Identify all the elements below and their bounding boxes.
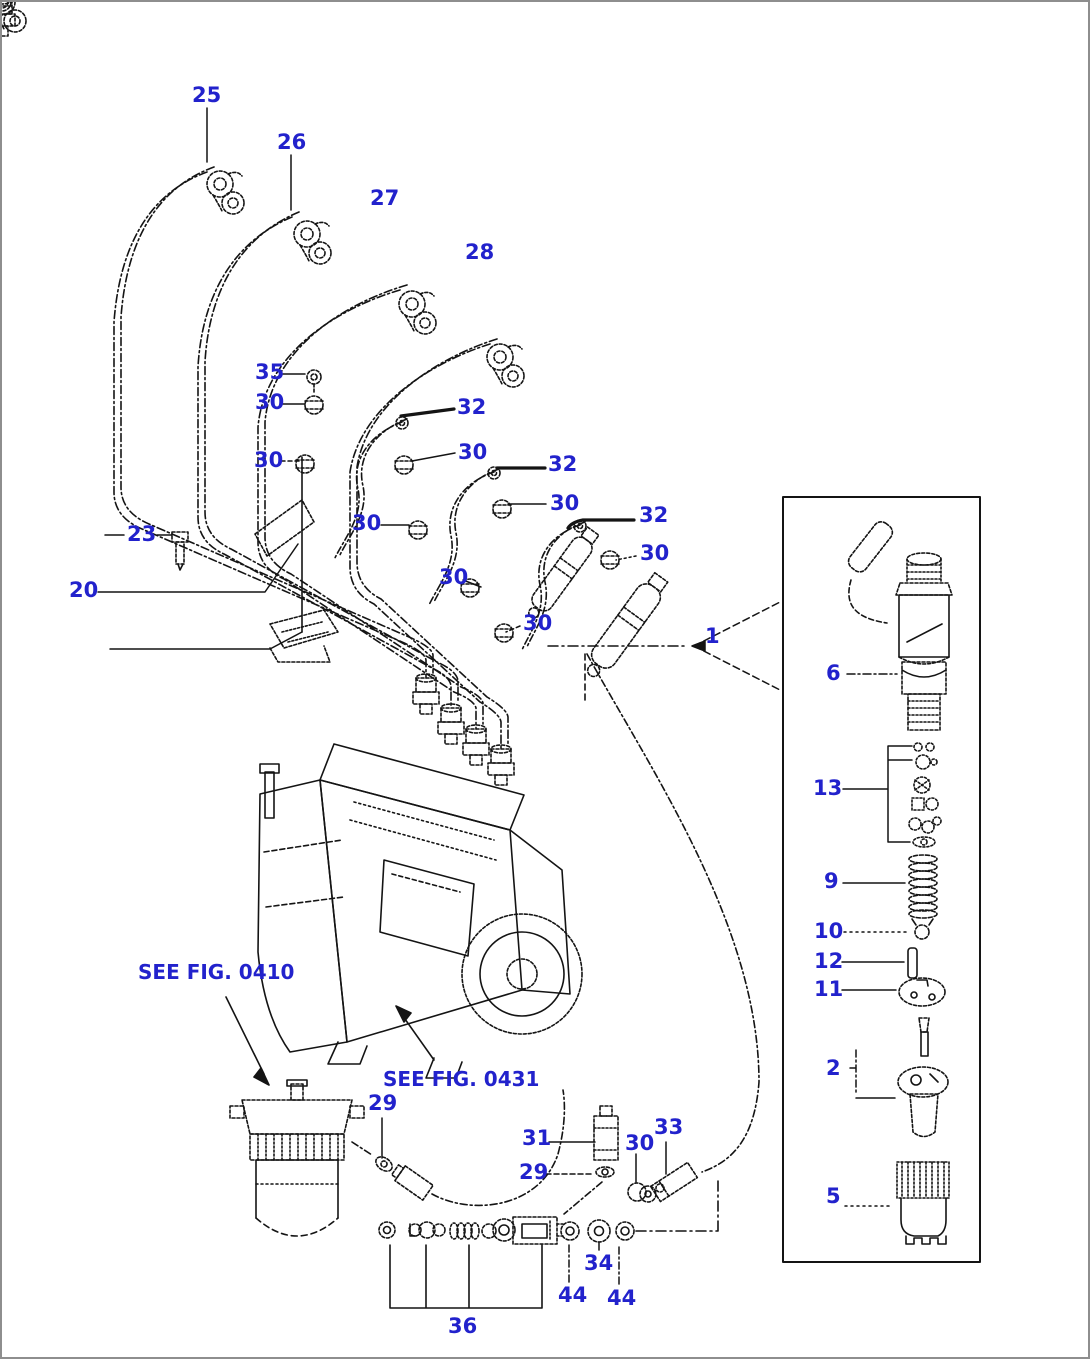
- callout-30-6: 30: [640, 541, 670, 565]
- fuel-injection-pump: [257, 743, 583, 1079]
- callout-26: 26: [277, 130, 307, 154]
- pipe-clamps: [171, 456, 339, 663]
- callout-32-3: 32: [639, 503, 669, 527]
- callout-27: 27: [370, 186, 400, 210]
- injector-exploded-panel: [782, 496, 981, 1263]
- washer-kit: [908, 742, 942, 848]
- callout-30-7: 30: [439, 565, 469, 589]
- callout-5: 5: [826, 1184, 841, 1208]
- callout-29-2: 29: [519, 1160, 549, 1184]
- nozzle-spring: [908, 854, 938, 919]
- leader-lines: [97, 107, 913, 1285]
- callout-36: 36: [448, 1314, 478, 1338]
- injectors-main-view: [527, 526, 669, 703]
- pipe-end-fittings: [2, 2, 525, 388]
- callout-20: 20: [69, 578, 99, 602]
- callout-32-2: 32: [548, 452, 578, 476]
- callout-30-1: 30: [255, 390, 285, 414]
- callout-30-8: 30: [523, 611, 553, 635]
- nozzle-tip-assembly: [897, 1017, 949, 1138]
- callout-6: 6: [826, 661, 841, 685]
- note-see-fig-0431: SEE FIG. 0431: [383, 1067, 540, 1091]
- callout-30-9: 30: [625, 1131, 655, 1155]
- fuel-lines-bottom: [351, 653, 760, 1309]
- callout-34: 34: [584, 1251, 614, 1275]
- see-fig-arrows: [225, 996, 435, 1086]
- callout-10: 10: [814, 919, 844, 943]
- callout-25: 25: [192, 83, 222, 107]
- callout-30-3: 30: [458, 440, 488, 464]
- fuel-filter: [229, 1079, 365, 1237]
- note-see-fig-0410: SEE FIG. 0410: [138, 960, 295, 984]
- callout-30-4: 30: [550, 491, 580, 515]
- callout-31: 31: [522, 1126, 552, 1150]
- callout-44-1: 44: [558, 1283, 588, 1307]
- callout-12: 12: [814, 949, 844, 973]
- callout-30-5: 30: [352, 511, 382, 535]
- callout-2: 2: [826, 1056, 841, 1080]
- spill-tubes: [2, 2, 620, 651]
- nozzle-holder-body: [895, 552, 953, 731]
- callout-33: 33: [654, 1115, 684, 1139]
- callout-44-2: 44: [607, 1286, 637, 1310]
- callout-1: 1: [705, 624, 720, 648]
- delivery-valve-fittings: [2, 2, 515, 786]
- callout-13: 13: [813, 776, 843, 800]
- callout-11: 11: [814, 977, 844, 1001]
- callout-30-2: 30: [254, 448, 284, 472]
- callout-9: 9: [824, 869, 839, 893]
- clamp-bolt-23: [171, 531, 189, 571]
- callout-23: 23: [127, 522, 157, 546]
- nozzle-cap-nut: [896, 1161, 950, 1245]
- callout-28: 28: [465, 240, 495, 264]
- callout-35: 35: [255, 360, 285, 384]
- callout-29-1: 29: [368, 1091, 398, 1115]
- injection-pipes: [113, 166, 509, 750]
- callout-32-1: 32: [457, 395, 487, 419]
